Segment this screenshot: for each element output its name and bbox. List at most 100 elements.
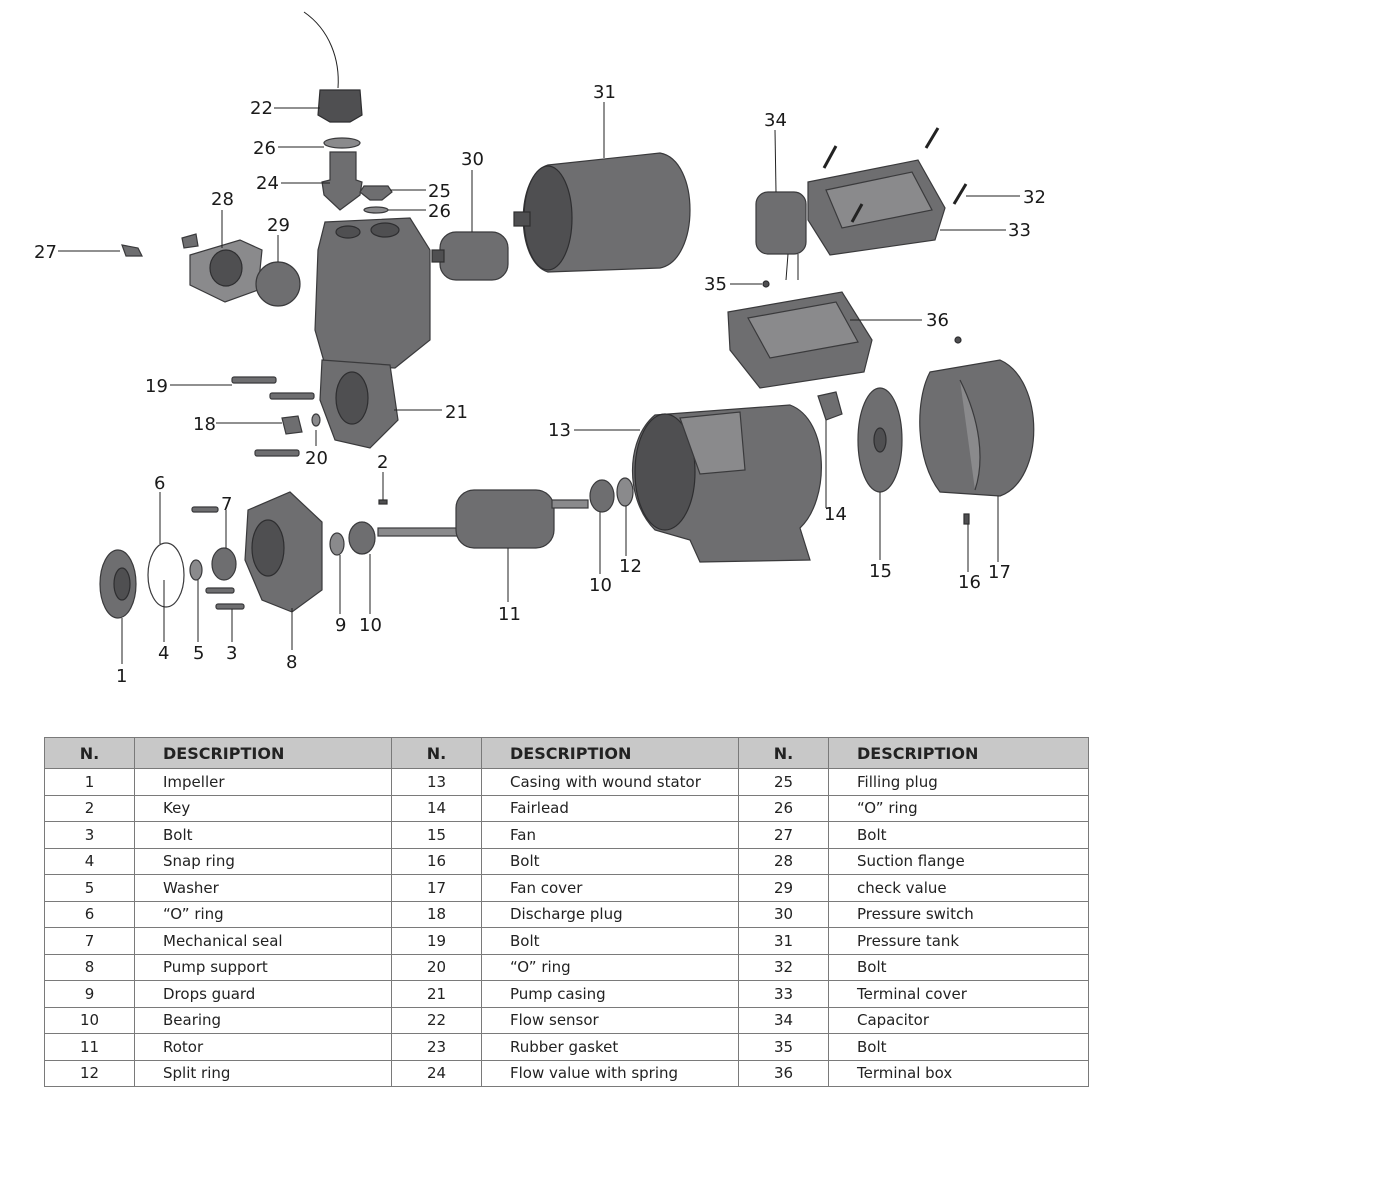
part-number: 19 [391, 927, 482, 955]
part-description: Drops guard [134, 980, 392, 1008]
check-valve [255, 261, 301, 307]
part-number: 10 [44, 1006, 135, 1034]
part-description: Suction flange [828, 847, 1089, 875]
callout-1: 1 [116, 666, 127, 687]
part-number: 23 [391, 1033, 482, 1061]
part-description: “O” ring [134, 900, 392, 928]
part-number: 34 [738, 1006, 829, 1034]
part-number: 33 [738, 980, 829, 1008]
part-number: 4 [44, 847, 135, 875]
bolt-16 [963, 513, 970, 525]
part-description: Flow value with spring [481, 1059, 739, 1087]
part-number: 27 [738, 821, 829, 849]
discharge-plug [281, 415, 303, 435]
callout-16: 16 [958, 572, 981, 593]
fan-cover-bolt-top [954, 336, 962, 344]
part-description: Rubber gasket [481, 1033, 739, 1061]
part-description: Mechanical seal [134, 927, 392, 955]
o-ring-20 [311, 413, 321, 427]
flow-valve-spring [321, 151, 363, 211]
filling-plug [359, 185, 393, 201]
pressure-tank [513, 152, 691, 273]
mechanical-seal [211, 547, 237, 581]
part-description: “O” ring [481, 953, 739, 981]
part-number: 21 [391, 980, 482, 1008]
callout-14: 14 [824, 504, 847, 525]
part-description: Pressure switch [828, 900, 1089, 928]
part-number: 22 [391, 1006, 482, 1034]
part-number: 25 [738, 768, 829, 796]
part-number: 29 [738, 874, 829, 902]
table-header-row: N. DESCRIPTION N. DESCRIPTION N. DESCRIP… [44, 737, 1089, 769]
pressure-switch [431, 231, 509, 281]
bolts-3 [205, 587, 245, 610]
callout-33: 33 [1008, 220, 1031, 241]
callout-21: 21 [445, 402, 468, 423]
part-number: 2 [44, 794, 135, 822]
part-number: 31 [738, 927, 829, 955]
part-number: 13 [391, 768, 482, 796]
callout-35: 35 [704, 274, 727, 295]
header-description-1: DESCRIPTION [134, 737, 392, 769]
part-number: 17 [391, 874, 482, 902]
part-description: Terminal cover [828, 980, 1089, 1008]
header-description-2: DESCRIPTION [481, 737, 739, 769]
fan [857, 387, 903, 493]
callout-24: 24 [256, 173, 279, 194]
callout-4: 4 [158, 643, 169, 664]
part-description: Fan cover [481, 874, 739, 902]
callout-32: 32 [1023, 187, 1046, 208]
callout-2: 2 [377, 452, 388, 473]
callout-26-top: 26 [253, 138, 276, 159]
callout-26-bottom: 26 [428, 201, 451, 222]
part-number: 26 [738, 794, 829, 822]
bearing-left [348, 521, 376, 555]
fan-cover [919, 359, 1035, 497]
part-description: Bolt [828, 821, 1089, 849]
part-number: 3 [44, 821, 135, 849]
callout-9: 9 [335, 615, 346, 636]
callout-17: 17 [988, 562, 1011, 583]
part-description: Fairlead [481, 794, 739, 822]
callout-3: 3 [226, 643, 237, 664]
callout-34: 34 [764, 110, 787, 131]
suction-flange [181, 233, 263, 303]
callout-36: 36 [926, 310, 949, 331]
part-description: Pump casing [481, 980, 739, 1008]
bolt-7 [191, 506, 219, 513]
bolt-27 [121, 244, 143, 257]
header-description-3: DESCRIPTION [828, 737, 1089, 769]
callout-28: 28 [211, 189, 234, 210]
part-description: Flow sensor [481, 1006, 739, 1034]
capacitor [755, 191, 807, 281]
key [378, 499, 388, 505]
part-description: Terminal box [828, 1059, 1089, 1087]
bolts-32 [822, 127, 968, 223]
part-number: 20 [391, 953, 482, 981]
callout-15: 15 [869, 561, 892, 582]
parts-table: N. DESCRIPTION N. DESCRIPTION N. DESCRIP… [44, 737, 1089, 1087]
part-number: 16 [391, 847, 482, 875]
part-description: Casing with wound stator [481, 768, 739, 796]
callout-22: 22 [250, 98, 273, 119]
part-number: 11 [44, 1033, 135, 1061]
pump-support [244, 491, 323, 613]
callout-labels: 1 2 3 4 5 6 7 8 9 10 11 10 12 13 14 15 1… [34, 82, 1046, 687]
terminal-cover [807, 159, 946, 256]
header-number-2: N. [391, 737, 482, 769]
part-number: 15 [391, 821, 482, 849]
split-ring [616, 477, 634, 507]
rotor [377, 489, 589, 549]
part-number: 24 [391, 1059, 482, 1087]
callout-20: 20 [305, 448, 328, 469]
part-description: Split ring [134, 1059, 392, 1087]
part-number: 14 [391, 794, 482, 822]
part-number: 5 [44, 874, 135, 902]
o-ring-plug [363, 206, 389, 214]
